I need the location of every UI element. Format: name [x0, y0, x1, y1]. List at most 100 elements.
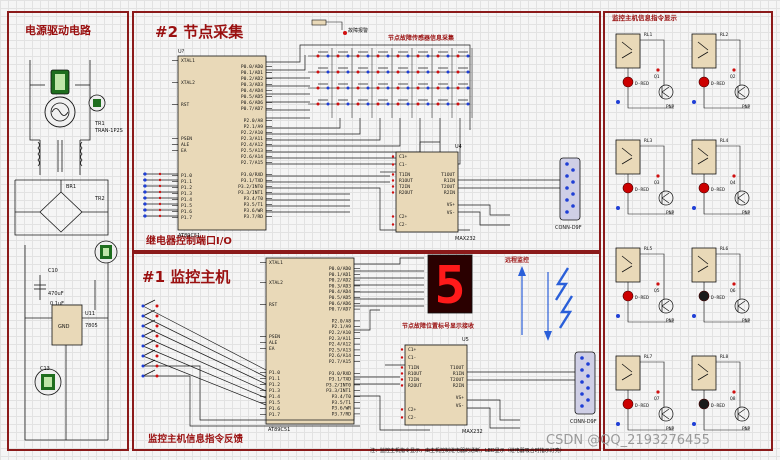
max-pin-label: T2IN — [399, 184, 410, 190]
relay-label: RL6 — [720, 246, 729, 252]
regulator-label: U11 — [85, 311, 95, 317]
mcu-pin-label: P0.3/AD3 — [329, 283, 351, 289]
pin-dot — [616, 422, 620, 426]
mcu-pin-label: P2.5/A13 — [329, 347, 351, 353]
switch-contact — [466, 70, 470, 74]
master-bus-wires — [142, 257, 430, 431]
mcu-pin-label: P0.6/AD6 — [241, 100, 263, 106]
max-pin-label: T1OUT — [441, 172, 455, 178]
relay-wire — [640, 145, 665, 191]
db9-pin — [571, 180, 575, 184]
switch-contact — [155, 364, 159, 368]
max-pin-label: R2OUT — [408, 383, 422, 389]
status-led-icon — [698, 182, 710, 194]
pin-dot — [391, 163, 395, 166]
pin-dot — [391, 215, 395, 218]
master-feedback-title: 监控主机信息指令反馈 — [148, 433, 244, 445]
switch-contact — [386, 70, 390, 74]
power-section-title: 电源驱动电路 — [25, 23, 92, 37]
mcu-pin-label: P2.7/A15 — [329, 359, 351, 365]
db9-pin — [565, 162, 569, 166]
pin-dot — [400, 366, 404, 369]
node-port-dots — [143, 172, 162, 218]
max-pin-label: C2- — [399, 222, 407, 228]
relay-label: RL3 — [644, 138, 653, 144]
switch-contact — [346, 70, 350, 74]
max-pin-label: R1IN — [444, 178, 455, 184]
mcu-pin-label: P3.3/INT1 — [238, 190, 263, 196]
pin-dot — [400, 378, 404, 381]
switch-contact — [346, 102, 350, 106]
pin-dot — [656, 68, 660, 72]
max-pin-label: C2+ — [408, 407, 417, 413]
mcu-pin-label: P3.2/INT0 — [326, 382, 351, 388]
mcu-pin-label: P3.6/WR — [332, 406, 352, 412]
transistor-label: Q7 — [654, 396, 660, 402]
max-pin-label: T1IN — [408, 365, 419, 371]
switch-contact — [396, 54, 400, 58]
port-dot — [143, 178, 147, 182]
pin-dot — [732, 174, 736, 178]
max-pin-label: C1- — [399, 162, 407, 168]
switch-contact — [376, 70, 380, 74]
ac-source-icon — [44, 96, 76, 128]
switch-contact — [436, 102, 440, 106]
db9-pin — [580, 404, 584, 408]
node-mcu: U? AT89C51 XTAL1XTAL2RSTPSENALEEAP1.0P1.… — [172, 49, 272, 239]
toggle-switch — [142, 299, 156, 307]
port-dot — [158, 196, 162, 200]
toggle-switch — [142, 319, 156, 327]
switch-contact — [336, 54, 340, 58]
led-type-label: D-RED — [635, 403, 649, 409]
pin-dot — [391, 155, 395, 158]
mcu-pin-label: P1.7 — [269, 412, 280, 418]
small-cap-label: 0.1uF — [50, 301, 64, 307]
switch-contact — [316, 54, 320, 58]
master-db9-connector: CONN-D9F — [570, 351, 597, 425]
switch-contact — [406, 70, 410, 74]
db9-pin — [586, 386, 590, 390]
relay-contact — [697, 147, 709, 165]
pnp-label: PNP — [666, 210, 675, 216]
mcu-pin-label: RST — [269, 302, 278, 308]
db9-pin — [580, 392, 584, 396]
switch-contact — [436, 70, 440, 74]
pnp-transistor-icon — [658, 406, 674, 422]
power-circuit — [14, 60, 109, 441]
port-dot — [158, 202, 162, 206]
toggle-switch — [142, 309, 156, 317]
switch-contact — [336, 86, 340, 90]
switch-contact — [416, 70, 420, 74]
mcu-pin-label: P2.0/A8 — [332, 318, 352, 324]
switch-contact — [141, 374, 145, 378]
transistor-symbol — [661, 86, 670, 98]
mcu-pin-label: P3.5/T1 — [332, 400, 352, 406]
pin-dot — [391, 185, 395, 188]
db9-pin — [580, 356, 584, 360]
mcu-pin-label: P2.6/A14 — [241, 154, 263, 160]
switch-contact — [356, 54, 360, 58]
relay-wire — [716, 39, 741, 85]
switch-contact — [346, 86, 350, 90]
status-led-icon — [622, 398, 634, 410]
switch-contact — [436, 86, 440, 90]
status-led-icon — [622, 290, 634, 302]
mcu-pin-label: P2.0/A8 — [244, 118, 264, 124]
transistor-label: Q1 — [654, 74, 660, 80]
switch-contact — [141, 324, 145, 328]
status-led-icon — [622, 182, 634, 194]
mcu-pin-label: P3.4/T0 — [244, 196, 264, 202]
port-dot — [158, 178, 162, 182]
master-max232: U5 MAX232 C1+C1-T1INR1OUTT2INR2OUTC2+C2-… — [400, 337, 483, 435]
relay-contact — [621, 41, 633, 59]
mcu-pin-label: XTAL1 — [269, 260, 283, 266]
switch-contact — [466, 86, 470, 90]
mcu-pin-label: P3.4/T0 — [332, 394, 352, 400]
transistor-label: Q3 — [654, 180, 660, 186]
voltmeter-icon-2 — [88, 94, 106, 112]
transformer-label: TR1 — [94, 121, 105, 127]
mcu-pin-label: P2.2/A10 — [329, 330, 351, 336]
switch-contact — [155, 354, 159, 358]
node-section-title: #2 节点采集 — [155, 23, 244, 41]
